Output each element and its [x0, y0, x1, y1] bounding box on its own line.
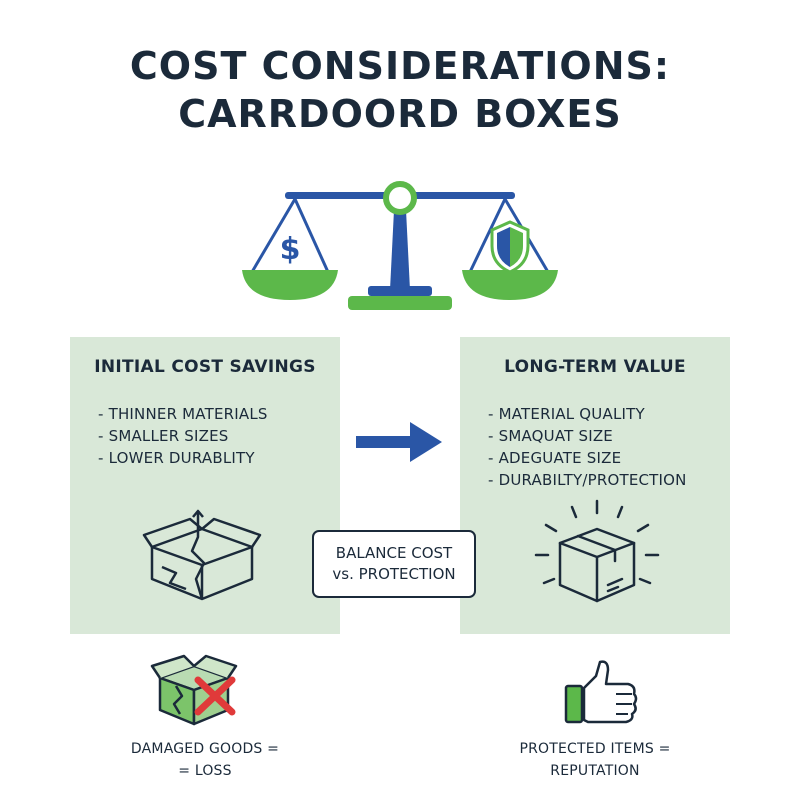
- value-list: MATERIAL QUALITY SMAQUAT SIZE ADEGUATE S…: [488, 403, 687, 491]
- broken-box-icon: [142, 509, 262, 601]
- damaged-goods-caption: DAMAGED GOODS = = LOSS: [100, 738, 310, 782]
- shield-icon: [490, 220, 530, 274]
- dollar-sign-icon: $: [279, 232, 301, 267]
- long-term-value-panel: LONG-TERM VALUE MATERIAL QUALITY SMAQUAT…: [460, 337, 730, 634]
- list-item: DURABILTY/PROTECTION: [488, 469, 687, 491]
- callout-line-1: BALANCE COST: [335, 544, 453, 562]
- list-item: ADEGUATE SIZE: [488, 447, 687, 469]
- panel-heading: INITIAL COST SAVINGS: [94, 357, 316, 377]
- panel-heading: LONG-TERM VALUE: [504, 357, 686, 377]
- list-item: MATERIAL QUALITY: [488, 403, 687, 425]
- caption-line-2: REPUTATION: [550, 763, 640, 779]
- list-item: THINNER MATERIALS: [98, 403, 268, 425]
- protected-items-caption: PROTECTED ITEMS = REPUTATION: [490, 738, 700, 782]
- right-arrow-icon: [356, 422, 442, 462]
- savings-list: THINNER MATERIALS SMALLER SIZES LOWER DU…: [98, 403, 268, 469]
- caption-line-1: DAMAGED GOODS =: [130, 741, 280, 757]
- page-title-line-1: COST CONSIDERATIONS:: [129, 44, 671, 88]
- initial-cost-savings-panel: INITIAL COST SAVINGS THINNER MATERIALS S…: [70, 337, 340, 634]
- balance-scale-icon: [242, 181, 558, 310]
- thumbs-up-icon: [564, 660, 638, 724]
- list-item: SMAQUAT SIZE: [488, 425, 687, 447]
- damaged-box-x-icon: [150, 654, 238, 726]
- list-item: SMALLER SIZES: [98, 425, 268, 447]
- page-title-line-2: CARRDOORD BOXES: [178, 92, 622, 136]
- sealed-box-icon: [534, 499, 660, 603]
- caption-line-1: PROTECTED ITEMS =: [519, 741, 671, 757]
- caption-line-2: = LOSS: [178, 763, 232, 779]
- balance-cost-callout: BALANCE COST vs. PROTECTION: [312, 530, 476, 598]
- list-item: LOWER DURABLITY: [98, 447, 268, 469]
- callout-line-2: vs. PROTECTION: [332, 565, 456, 583]
